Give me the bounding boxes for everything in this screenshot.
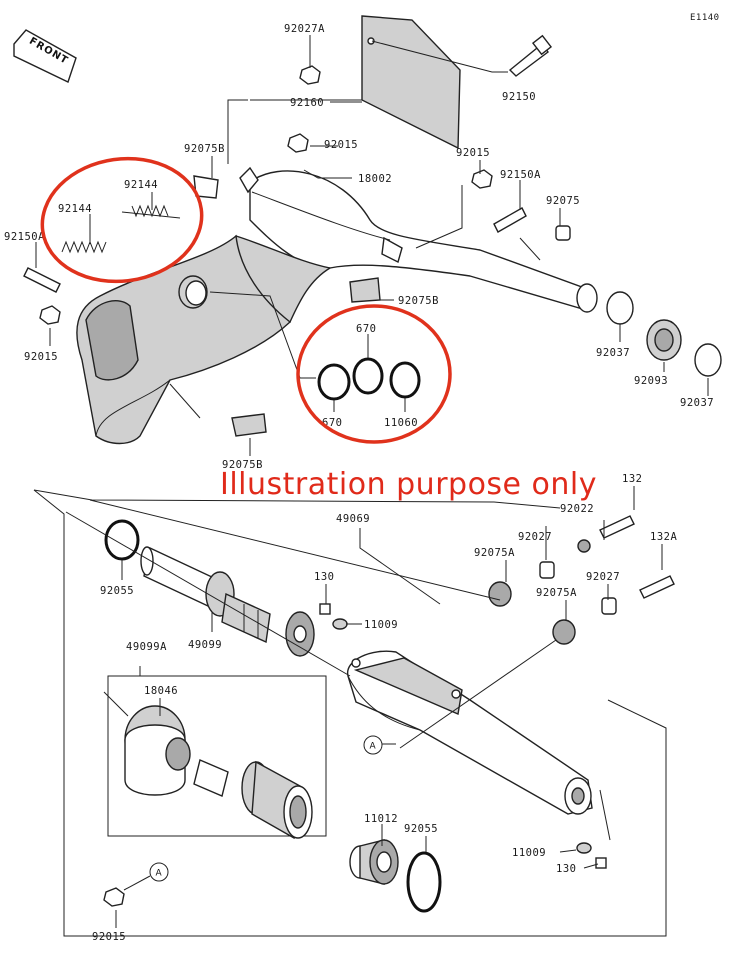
hardware-parts <box>23 34 722 907</box>
highlight-circles <box>40 156 452 444</box>
label-92144-a: 92144 <box>124 179 158 191</box>
subassembly-frame <box>107 675 327 840</box>
label-92075B-mid: 92075B <box>398 295 439 307</box>
label-92055-low: 92055 <box>404 823 438 835</box>
label-132A: 132A <box>650 531 677 543</box>
exhaust-pipe-body <box>76 166 598 445</box>
label-92075B-low: 92075B <box>222 459 263 471</box>
label-92150A-right: 92150A <box>500 169 541 181</box>
label-11012: 11012 <box>364 813 398 825</box>
svg-text:A: A <box>370 742 377 752</box>
label-92075A-a: 92075A <box>474 547 515 559</box>
label-92037-b: 92037 <box>680 397 714 409</box>
label-11009-top: 11009 <box>364 619 398 631</box>
svg-text:A: A <box>156 869 163 879</box>
label-130-top: 130 <box>314 571 334 583</box>
label-92022: 92022 <box>560 503 594 515</box>
label-92150A-left: 92150A <box>4 231 45 243</box>
end-cap <box>349 839 399 885</box>
heat-shield-plate <box>361 15 461 150</box>
label-92144-b: 92144 <box>58 203 92 215</box>
label-92075B-top: 92075B <box>184 143 225 155</box>
diagram-code: E1140 <box>690 13 720 23</box>
label-92027-a: 92027 <box>518 531 552 543</box>
front-arrow-icon: FRONT <box>13 29 77 83</box>
label-92015-mid: 92015 <box>324 139 358 151</box>
label-11060: 11060 <box>384 417 418 429</box>
label-49099: 49099 <box>188 639 222 651</box>
label-670-top: 670 <box>356 323 376 335</box>
label-92075A-b: 92075A <box>536 587 577 599</box>
part-labels: 92027A 92160 92150 92075B 92015 18002 92… <box>4 23 714 943</box>
o-rings <box>104 357 442 913</box>
label-130-low: 130 <box>556 863 576 875</box>
label-92150-top: 92150 <box>502 91 536 103</box>
label-18046: 18046 <box>144 685 178 697</box>
illustration-note: Illustration purpose only <box>220 467 597 502</box>
label-132: 132 <box>622 473 642 485</box>
label-92075-right: 92075 <box>546 195 580 207</box>
label-18002: 18002 <box>358 173 392 185</box>
label-92160: 92160 <box>290 97 324 109</box>
label-92015-right: 92015 <box>456 147 490 159</box>
label-92037-a: 92037 <box>596 347 630 359</box>
label-11009-low: 11009 <box>512 847 546 859</box>
label-92027A: 92027A <box>284 23 325 35</box>
label-92027-b: 92027 <box>586 571 620 583</box>
label-92093: 92093 <box>634 375 668 387</box>
label-49099A: 49099A <box>126 641 167 653</box>
muffler-body <box>347 650 593 815</box>
label-92055-top: 92055 <box>100 585 134 597</box>
label-92015-bottom: 92015 <box>92 931 126 943</box>
leader-lines <box>33 35 709 937</box>
label-49069: 49069 <box>336 513 370 525</box>
reference-marker: A A <box>149 735 383 882</box>
label-92015-left: 92015 <box>24 351 58 363</box>
